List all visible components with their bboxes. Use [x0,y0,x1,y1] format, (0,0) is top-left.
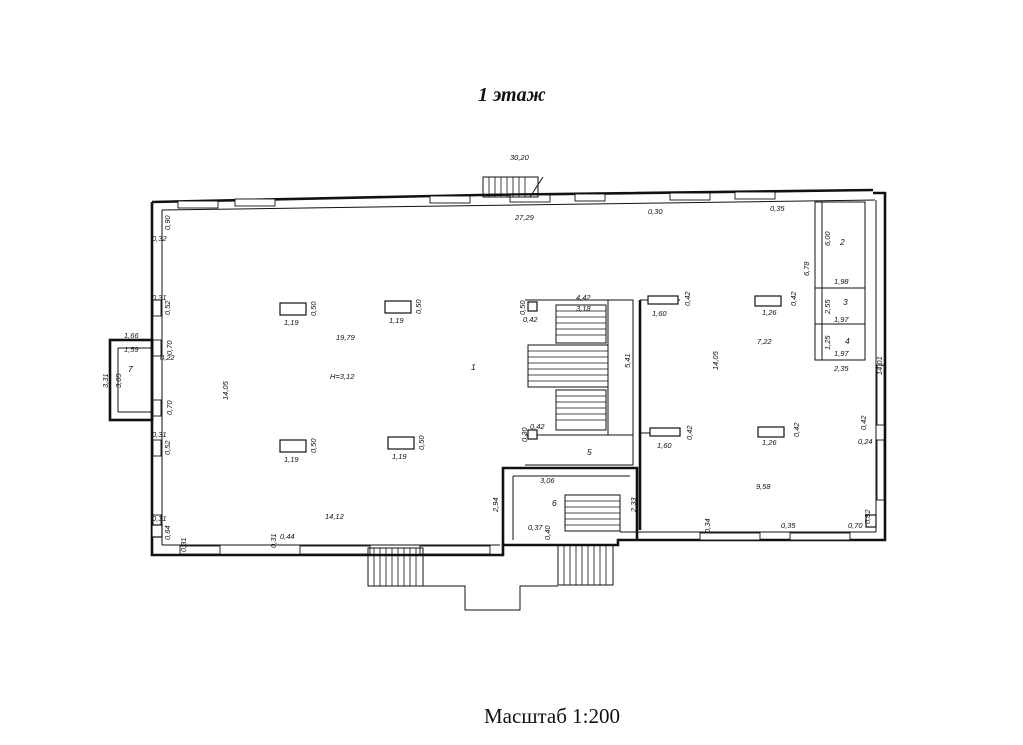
scale-label: Масштаб 1:200 [484,704,621,728]
svg-text:0,52: 0,52 [163,300,172,315]
svg-text:1,19: 1,19 [392,452,407,461]
svg-text:0,44: 0,44 [280,532,295,541]
room-3-label: 3 [843,297,848,307]
svg-text:0,35: 0,35 [781,521,796,530]
svg-text:1,26: 1,26 [762,438,777,447]
svg-text:3,06: 3,06 [540,476,555,485]
room-1-label: 1 [471,362,476,372]
svg-text:0,30: 0,30 [520,427,529,442]
room-7-extension [108,338,154,422]
bottom-stairs [367,544,614,611]
svg-text:1,25: 1,25 [823,335,832,350]
svg-text:0,31: 0,31 [269,533,278,548]
svg-text:1,60: 1,60 [652,309,667,318]
svg-text:3,31: 3,31 [101,373,110,388]
svg-text:0,50: 0,50 [414,299,423,314]
bottom-windows [179,532,851,555]
room-2-label: 2 [839,237,845,247]
svg-text:1,59: 1,59 [124,345,139,354]
svg-text:27,29: 27,29 [514,213,535,222]
right-windows [876,364,885,501]
svg-text:6,00: 6,00 [823,231,832,246]
svg-text:14,05: 14,05 [711,350,720,370]
svg-text:0,32: 0,32 [152,234,167,243]
svg-text:0,70: 0,70 [848,521,863,530]
svg-text:1,19: 1,19 [284,318,299,327]
svg-text:0,24: 0,24 [858,437,873,446]
svg-text:9,58: 9,58 [756,482,771,491]
svg-text:1,26: 1,26 [762,308,777,317]
svg-text:5,41: 5,41 [623,353,632,368]
svg-text:0,31: 0,31 [152,514,167,523]
vertical-dimension-labels: 0,90 0,52 0,70 0,70 0,52 0,64 0,31 3,31 … [101,215,884,552]
svg-text:0,70: 0,70 [165,340,174,355]
room-7-label: 7 [128,364,133,374]
svg-text:1,97: 1,97 [834,349,849,358]
svg-text:0,31: 0,31 [179,537,188,552]
svg-text:0,22: 0,22 [160,353,175,362]
svg-text:0,50: 0,50 [518,300,527,315]
svg-text:0,42: 0,42 [792,422,801,437]
svg-text:19,79: 19,79 [336,333,356,342]
svg-text:0,42: 0,42 [530,422,545,431]
svg-text:2,33: 2,33 [629,497,638,513]
svg-text:2,35: 2,35 [833,364,849,373]
svg-text:3,05: 3,05 [114,373,123,388]
svg-text:0,42: 0,42 [683,291,692,306]
svg-text:14,12: 14,12 [325,512,345,521]
svg-text:1,98: 1,98 [834,277,849,286]
svg-text:0,31: 0,31 [152,293,167,302]
svg-text:0,82: 0,82 [863,509,872,524]
svg-text:0,42: 0,42 [789,291,798,306]
svg-text:1,66: 1,66 [124,331,139,340]
svg-text:14,01: 14,01 [875,356,884,375]
room-5-label: 5 [587,447,592,457]
svg-text:0,30: 0,30 [648,207,663,216]
svg-text:30,20: 30,20 [510,153,530,162]
top-windows [177,191,776,209]
svg-text:3,18: 3,18 [576,304,591,313]
svg-text:0,31: 0,31 [152,430,167,439]
interior-walls [501,201,866,545]
svg-text:0,70: 0,70 [165,400,174,415]
svg-text:2,55: 2,55 [823,299,832,315]
svg-text:7,22: 7,22 [757,337,772,346]
svg-text:1,19: 1,19 [389,316,404,325]
room-6-label: 6 [552,498,557,508]
svg-text:0,42: 0,42 [859,415,868,430]
svg-text:0,90: 0,90 [163,215,172,230]
svg-text:0,50: 0,50 [417,435,426,450]
outer-walls [150,188,887,557]
svg-text:6,78: 6,78 [802,261,811,276]
svg-text:0,64: 0,64 [163,525,172,540]
svg-text:14,05: 14,05 [221,380,230,400]
svg-text:0,50: 0,50 [309,438,318,453]
svg-text:1,97: 1,97 [834,315,849,324]
svg-text:0,35: 0,35 [770,204,785,213]
room-4-label: 4 [845,336,850,346]
svg-text:2,94: 2,94 [491,497,500,513]
height-label: H=3,12 [330,372,355,381]
top-entrance-stair [482,176,544,198]
svg-text:0,40: 0,40 [543,525,552,540]
svg-text:0,52: 0,52 [163,440,172,455]
left-windows [152,299,162,532]
svg-text:4,42: 4,42 [576,293,591,302]
room-labels: 1 2 3 4 5 6 7 H=3,12 [128,237,850,508]
dimension-labels: 30,20 27,29 0,30 0,35 0,32 0,31 1,66 1,5… [124,153,873,541]
svg-text:1,60: 1,60 [657,441,672,450]
svg-text:0,50: 0,50 [309,301,318,316]
svg-text:0,37: 0,37 [528,523,543,532]
svg-text:0,34: 0,34 [703,518,712,533]
central-stairs [527,304,621,532]
svg-text:0,42: 0,42 [685,425,694,440]
svg-text:1,19: 1,19 [284,455,299,464]
svg-text:0,42: 0,42 [523,315,538,324]
floor-title: 1 этаж [478,84,546,106]
columns [151,295,877,538]
